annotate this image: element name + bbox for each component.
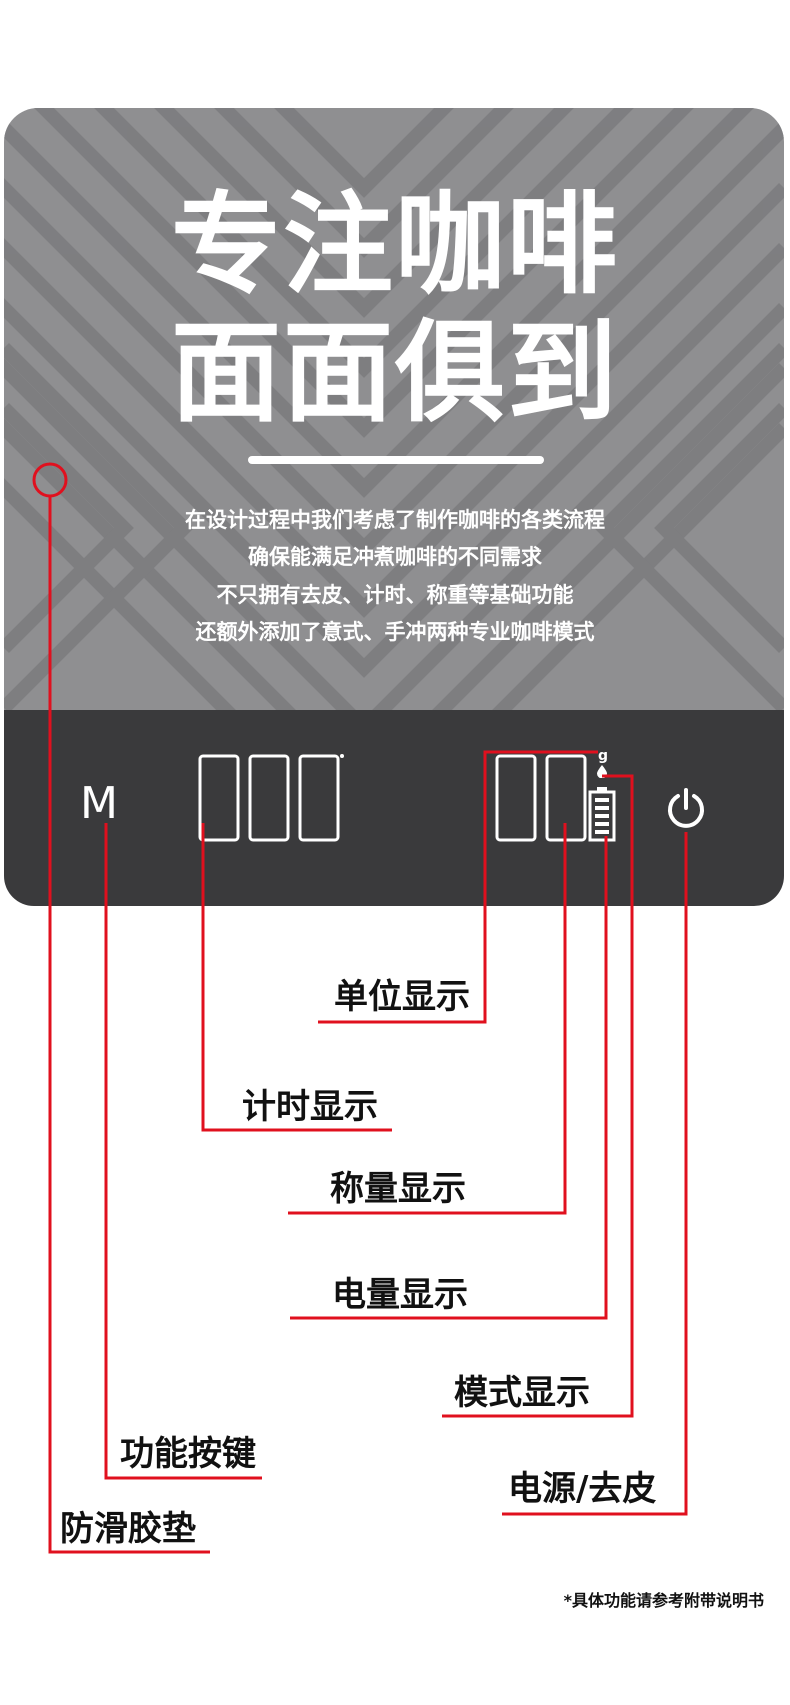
power-icon[interactable] <box>664 786 708 830</box>
callout-unit-display: 单位显示 <box>334 977 470 1017</box>
headline-divider <box>248 456 544 464</box>
callout-power-tare: 电源/去皮 <box>508 1469 657 1509</box>
scale-display-panel <box>4 710 784 906</box>
description-line-1: 在设计过程中我们考虑了制作咖啡的各类流程 <box>185 508 605 532</box>
description-line-4: 还额外添加了意式、手冲两种专业咖啡模式 <box>195 620 595 644</box>
headline-line-1: 专注咖啡 <box>171 181 619 309</box>
unit-indicator: g <box>598 748 609 764</box>
callout-function-key: 功能按键 <box>120 1434 256 1474</box>
callout-anti-slip-pad: 防滑胶垫 <box>60 1509 196 1549</box>
mode-key-button[interactable]: M <box>80 778 118 829</box>
scale-top-surface <box>4 108 784 710</box>
callout-battery-display: 电量显示 <box>332 1275 468 1315</box>
chevron-pattern <box>4 108 784 710</box>
timer-display <box>198 754 344 842</box>
callout-mode-display: 模式显示 <box>454 1373 590 1413</box>
description-line-3: 不只拥有去皮、计时、称重等基础功能 <box>216 583 574 607</box>
headline-line-2: 面面俱到 <box>171 309 619 437</box>
callout-timer-display: 计时显示 <box>242 1087 378 1127</box>
footnote: *具体功能请参考附带说明书 <box>563 1591 764 1610</box>
callout-weight-display: 称量显示 <box>330 1169 466 1209</box>
description-line-2: 确保能满足冲煮咖啡的不同需求 <box>248 545 542 569</box>
battery-icon <box>588 787 616 842</box>
